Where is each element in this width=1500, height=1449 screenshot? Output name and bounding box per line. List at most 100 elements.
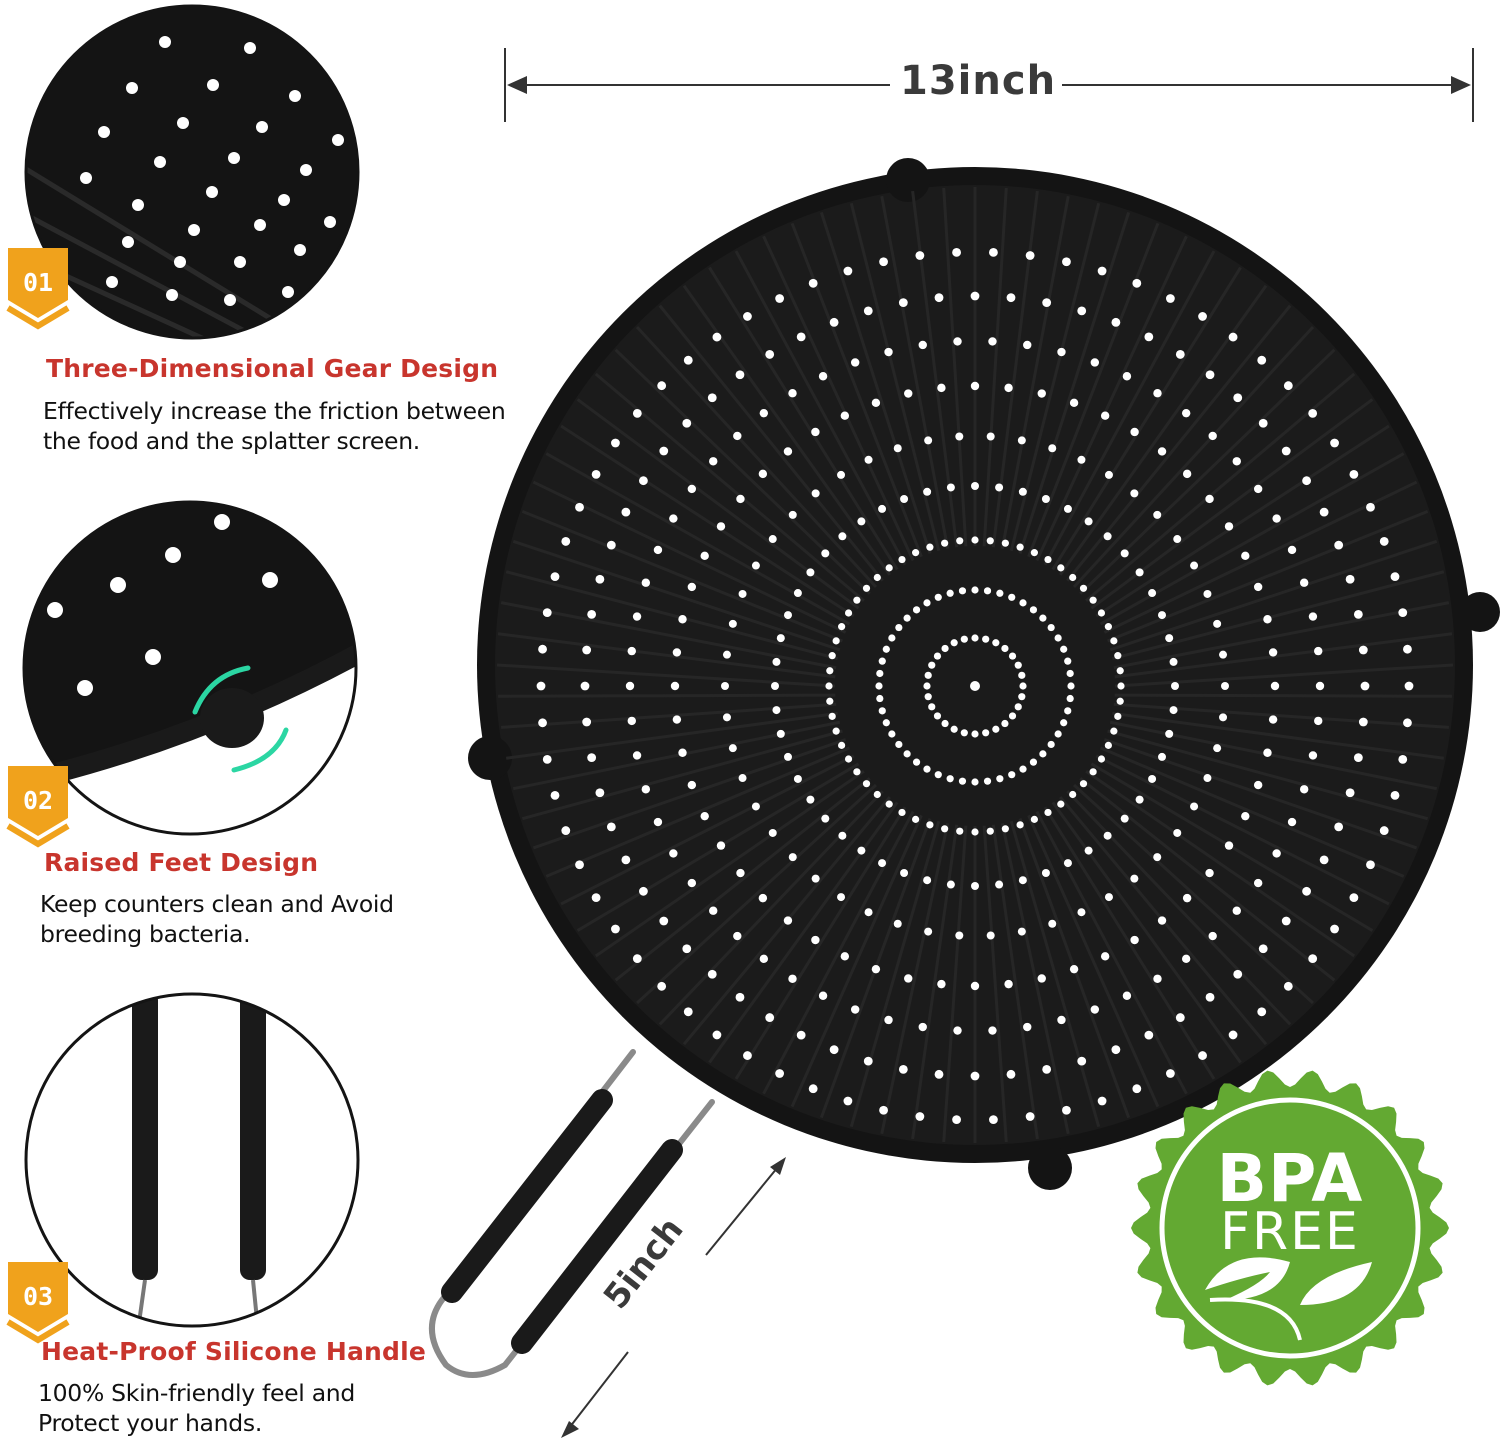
vent-hole [1334,540,1344,550]
vent-hole [996,775,1004,783]
vent-hole [1017,927,1026,936]
vent-hole [838,741,846,749]
vent-hole [829,317,839,327]
vent-hole [1057,800,1065,808]
vent-hole [888,730,896,738]
vent-hole [1221,682,1229,690]
gear-ray [708,801,899,1064]
vent-hole [538,718,547,728]
vent-hole [1064,707,1072,715]
gear-ray [532,738,847,850]
vent-hole [808,1084,818,1094]
vent-hole [953,1026,962,1035]
vent-hole [1097,1096,1107,1106]
vent-hole [850,358,860,367]
gear-ray [505,711,838,760]
vent-hole [758,893,768,903]
vent-hole [1016,821,1024,829]
vent-hole [821,549,830,558]
vent-hole [1233,969,1243,979]
vent-hole [657,381,667,391]
vent-hole [733,931,742,941]
vent-hole [1019,765,1027,773]
gear-ray [1103,480,1418,634]
gear-ray [1109,720,1438,791]
gear-ray [911,824,959,1140]
vent-hole [926,821,934,829]
vent-hole [1079,780,1088,788]
vent-hole [1153,389,1162,398]
gear-ray [658,790,884,1026]
vent-hole [923,487,932,496]
vent-hole [751,561,760,570]
gear-ray [991,824,1039,1140]
gear-ray [1000,822,1070,1135]
vent-hole [1047,740,1055,749]
vent-hole [166,289,178,301]
gear-ray [1009,820,1101,1128]
vent-hole [591,893,601,903]
vent-hole [682,418,692,428]
vent-hole [1330,924,1339,934]
vent-hole [825,682,833,690]
vent-hole [912,815,920,823]
vent-hole [1054,730,1062,738]
vent-hole [1090,358,1100,367]
gear-ray [1072,783,1315,1005]
width-dimension-line [504,48,1474,122]
gear-ray [498,693,836,698]
vent-hole [903,614,911,622]
vent-hole [278,194,290,206]
vent-hole [632,751,642,760]
vent-hole [682,944,692,954]
vent-hole [1144,1030,1154,1040]
vent-hole [722,713,731,722]
vent-hole [1153,974,1162,983]
vent-hole [876,669,884,678]
vent-hole [837,470,846,479]
vent-hole [1001,644,1009,653]
feature-description-2: Keep counters clean and Avoid breeding b… [40,890,394,948]
vent-hole [743,1051,752,1060]
vent-hole [885,800,893,808]
vent-hole [1205,370,1215,380]
vent-hole [853,596,861,604]
vent-hole [915,251,925,260]
vent-hole [988,1026,997,1035]
vent-hole [735,370,745,380]
vent-hole [818,991,828,1000]
vent-hole [1182,893,1192,903]
vent-hole [796,332,806,342]
vent-hole [878,657,886,665]
vent-hole [632,612,642,621]
vent-hole [1257,355,1267,365]
vent-hole [621,855,631,865]
vent-hole [1169,657,1178,666]
gear-detail-circle [24,4,360,340]
vent-hole [550,790,560,800]
vent-hole [829,1045,839,1055]
vent-hole [937,383,946,393]
vent-hole [793,774,802,783]
vent-hole [641,785,651,794]
vent-hole [728,744,737,753]
vent-hole [826,697,834,705]
vent-hole [1314,646,1323,656]
vent-hole [1048,444,1057,453]
vent-hole [783,611,792,620]
vent-hole [1001,719,1009,728]
vent-hole [1253,484,1263,494]
vent-hole [776,729,785,738]
vent-hole [1111,317,1121,327]
vent-hole [1130,427,1139,437]
vent-hole [759,408,769,418]
vent-hole [1287,545,1297,555]
vent-hole [970,681,980,691]
vent-hole [915,1112,925,1121]
vent-hole [1258,418,1268,428]
seal-line-bpa: BPA [1216,1140,1364,1217]
vent-hole [864,908,873,917]
vent-holes [536,247,1414,1125]
gear-ray [1079,777,1336,982]
vent-hole [928,703,936,711]
